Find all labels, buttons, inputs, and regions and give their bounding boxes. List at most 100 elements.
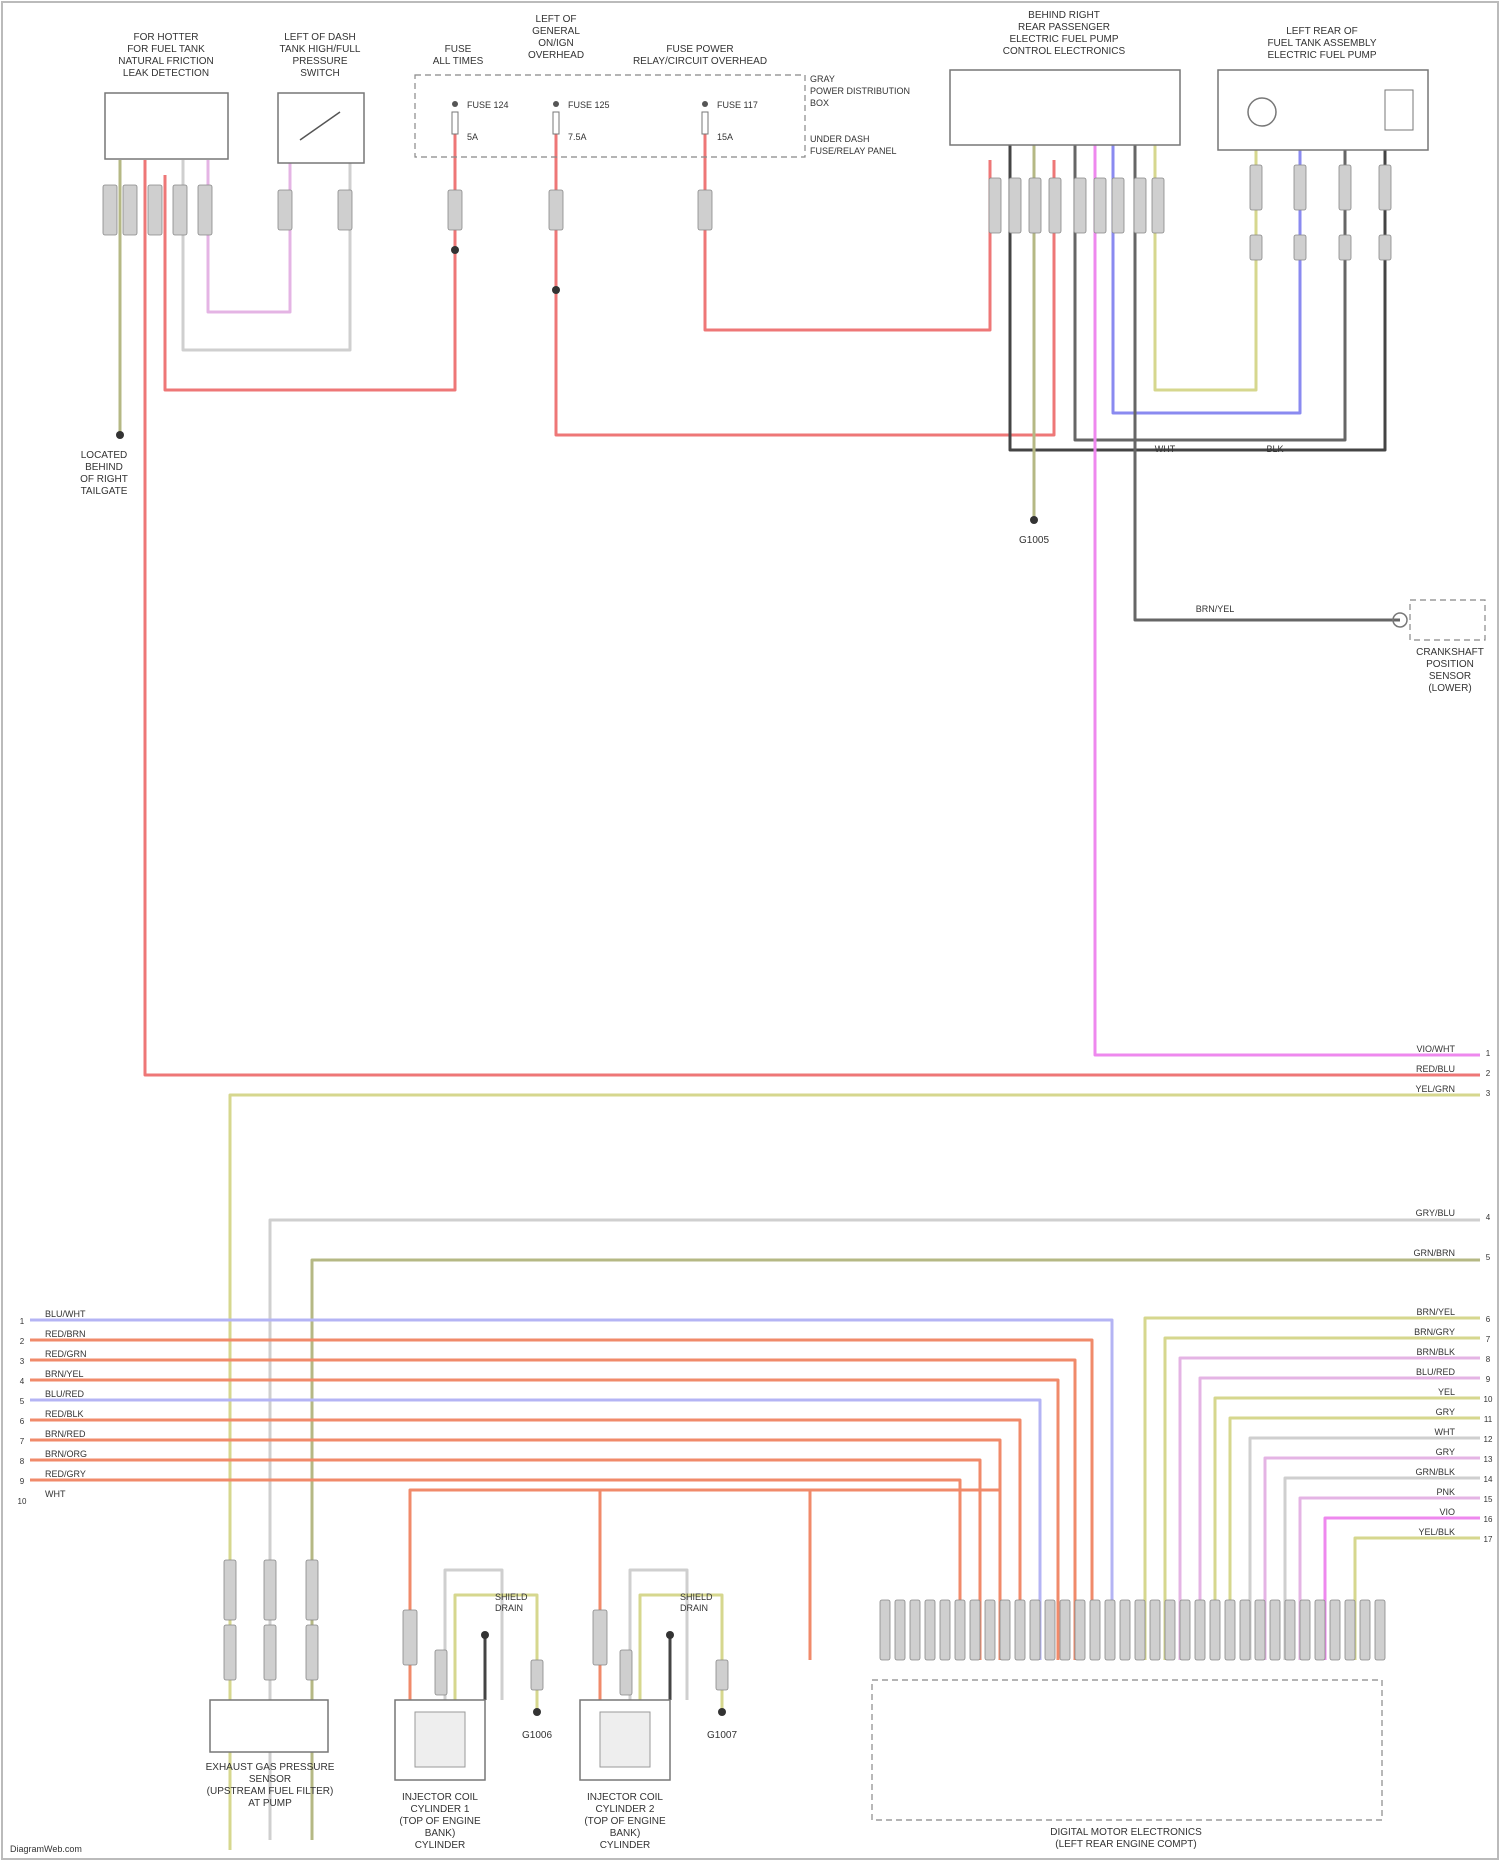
injector-coil-symbol	[415, 1712, 465, 1767]
fuse-label: FUSE 117	[717, 100, 758, 110]
fuse-amp-label: 7.5A	[568, 132, 587, 142]
fuel-sensor-label: FOR HOTTER	[134, 32, 199, 43]
harness-connector	[1049, 178, 1061, 233]
fuse-mid-label: GENERAL	[532, 26, 580, 37]
harness-connector	[716, 1660, 728, 1690]
bus-pin-number: 2	[20, 1337, 25, 1346]
harness-connector	[173, 185, 187, 235]
splice-dot	[451, 246, 459, 254]
harness-connector	[224, 1560, 236, 1620]
crank-sensor-label: SENSOR	[1429, 671, 1471, 682]
ground-point	[533, 1708, 541, 1716]
bus-wire-label: BLU/RED	[45, 1389, 85, 1399]
fuse-info-label: UNDER DASH	[810, 134, 870, 144]
injector-label: INJECTOR COIL	[402, 1792, 478, 1803]
crank-sensor-label: POSITION	[1426, 659, 1474, 670]
bus-pin-number: 9	[20, 1477, 25, 1486]
harness-connector	[1074, 178, 1086, 233]
ground-point	[1030, 516, 1038, 524]
harness-connector	[593, 1610, 607, 1665]
fuse-terminal	[553, 101, 559, 107]
splice-label: DRAIN	[495, 1603, 523, 1613]
harness-connector	[989, 178, 1001, 233]
harness-connector	[1379, 165, 1391, 210]
relay-module-label: REAR PASSENGER	[1018, 22, 1110, 33]
harness-connector	[549, 190, 563, 230]
bus-pin-number: 1	[20, 1317, 25, 1326]
fuse-amp-label: 5A	[467, 132, 478, 142]
exhaust-sensor-label: AT PUMP	[248, 1798, 292, 1809]
bus-wire-label: BRN/YEL	[45, 1369, 84, 1379]
bus-pin-number: 3	[1486, 1089, 1491, 1098]
bus-wire-label: YEL	[1438, 1387, 1455, 1397]
bus-wire-label: YEL/BLK	[1418, 1527, 1455, 1537]
splice-dot	[481, 1631, 489, 1639]
bus-wire-label: BRN/GRY	[1414, 1327, 1455, 1337]
harness-connector	[1094, 178, 1106, 233]
bus-wire-label: RED/BRN	[45, 1329, 86, 1339]
harness-connector	[338, 190, 352, 230]
harness-connector	[448, 190, 462, 230]
bus-pin-number: 6	[20, 1417, 25, 1426]
ecm-pin-connector	[1120, 1600, 1130, 1660]
harness-connector	[1009, 178, 1021, 233]
pump-module-box	[1218, 70, 1428, 150]
ecm-pin-connector	[910, 1600, 920, 1660]
harness-connector	[148, 185, 162, 235]
ecm-pin-connector	[1015, 1600, 1025, 1660]
bus-pin-number: 10	[1484, 1395, 1493, 1404]
fuse-left-label: ALL TIMES	[433, 56, 484, 67]
ecm-label: (LEFT REAR ENGINE COMPT)	[1055, 1839, 1197, 1850]
bus-wire-label: GRN/BRN	[1413, 1248, 1455, 1258]
ecm-pin-connector	[1315, 1600, 1325, 1660]
ground-point	[718, 1708, 726, 1716]
ecm-pin-connector	[925, 1600, 935, 1660]
bus-pin-number: 10	[18, 1497, 27, 1506]
splice-label: DRAIN	[680, 1603, 708, 1613]
fuse-label: FUSE 125	[568, 100, 610, 110]
fuse-mid-label: LEFT OF	[536, 14, 577, 25]
injector-label: INJECTOR COIL	[587, 1792, 663, 1803]
ground-left-label: LOCATED	[81, 450, 128, 461]
bus-pin-number: 16	[1484, 1515, 1493, 1524]
pressure-switch-label: SWITCH	[300, 68, 339, 79]
bus-wire-label: RED/GRN	[45, 1349, 87, 1359]
harness-connector	[1152, 178, 1164, 233]
relay-module-label: BEHIND RIGHT	[1028, 10, 1100, 21]
ground-left-label: BEHIND	[85, 462, 123, 473]
splice-label: SHIELD	[680, 1592, 713, 1602]
crank-wire-label: BRN/YEL	[1196, 604, 1235, 614]
bus-pin-number: 4	[20, 1377, 25, 1386]
injector-label: CYLINDER 1	[411, 1804, 470, 1815]
injector-label: CYLINDER 2	[596, 1804, 655, 1815]
ecm-pin-connector	[1150, 1600, 1160, 1660]
bus-wire-label: GRY	[1436, 1447, 1455, 1457]
ground-left-label: OF RIGHT	[80, 474, 128, 485]
ground-label: G1007	[707, 1730, 737, 1741]
fuse-info-label: POWER DISTRIBUTION	[810, 86, 910, 96]
bus-wire-label: YEL/GRN	[1415, 1084, 1455, 1094]
bus-wire-label: BRN/BLK	[1416, 1347, 1455, 1357]
pump-module-label: LEFT REAR OF	[1286, 26, 1358, 37]
pressure-switch-label: LEFT OF DASH	[284, 32, 356, 43]
harness-connector	[620, 1650, 632, 1695]
ground-point	[116, 431, 124, 439]
fuse-right-label: RELAY/CIRCUIT OVERHEAD	[633, 56, 767, 67]
injector-label: BANK)	[610, 1828, 641, 1839]
exhaust-sensor-label: (UPSTREAM FUEL FILTER)	[207, 1786, 334, 1797]
harness-connector	[198, 185, 212, 235]
ecm-pin-connector	[1285, 1600, 1295, 1660]
bus-wire-label: BLU/RED	[1416, 1367, 1456, 1377]
bus-pin-number: 5	[20, 1397, 25, 1406]
harness-connector	[264, 1625, 276, 1680]
bus-pin-number: 13	[1484, 1455, 1493, 1464]
ecm-pin-connector	[880, 1600, 890, 1660]
pump-module-label: ELECTRIC FUEL PUMP	[1267, 50, 1376, 61]
pump-wire-label: BLK	[1266, 444, 1283, 454]
bus-pin-number: 11	[1484, 1415, 1493, 1424]
harness-connector	[1339, 235, 1351, 260]
pressure-switch-label: PRESSURE	[292, 56, 347, 67]
harness-connector	[1379, 235, 1391, 260]
crank-sensor-label: (LOWER)	[1428, 683, 1471, 694]
